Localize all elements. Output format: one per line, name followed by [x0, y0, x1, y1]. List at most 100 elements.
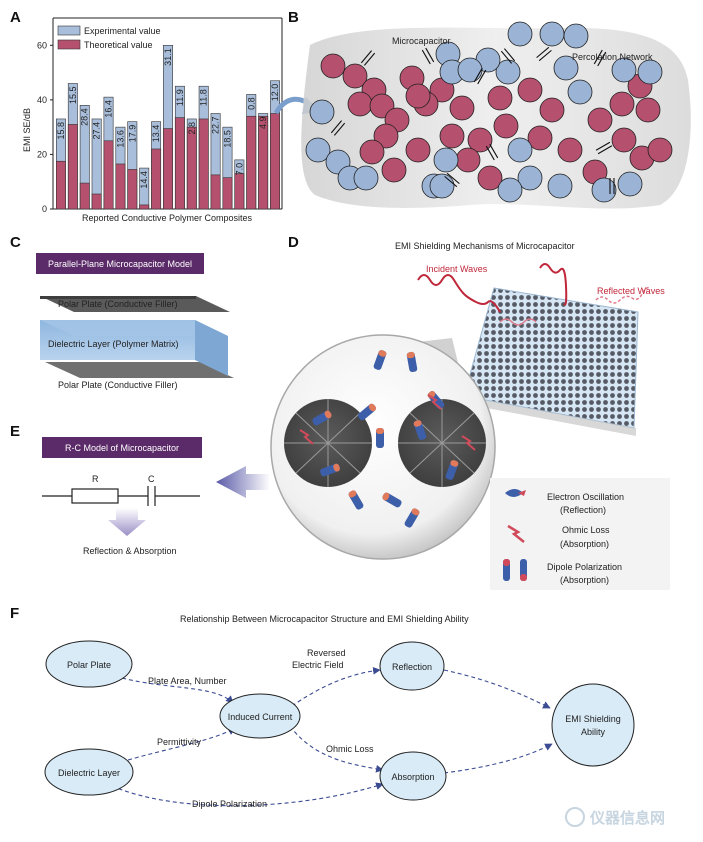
- incident-wave: [417, 274, 501, 313]
- capacitor-plate: [473, 67, 483, 83]
- bar-data-label: 14.4: [139, 171, 149, 189]
- isolated-filler-particle: [547, 173, 573, 199]
- isolated-filler-particle: [305, 137, 331, 163]
- incident-waves-label: Incident Waves: [426, 264, 488, 274]
- microcapacitor-symbol: [360, 50, 376, 66]
- panel-label-f: F: [10, 605, 19, 622]
- conductive-filler-particle: [342, 63, 368, 89]
- panel-label-b: B: [288, 9, 299, 26]
- conductive-filler-particle: [477, 165, 503, 191]
- dipole: [320, 463, 340, 477]
- capacitor-plate: [597, 145, 613, 155]
- dielectric-layer-top: [40, 320, 228, 336]
- absorption-node-label: Absorption: [391, 772, 434, 782]
- relationship-title: Relationship Between Microcapacitor Stru…: [180, 614, 469, 624]
- dipole-icon-b-tip: [520, 574, 527, 581]
- dipole-tip: [450, 460, 459, 467]
- microcapacitor-symbol: [421, 47, 435, 65]
- isolated-filler-particle: [563, 23, 589, 49]
- bar-data-label: 31.1: [163, 48, 173, 66]
- conductive-filler-particle: [635, 97, 661, 123]
- dielectric-label: Dielectric Layer (Polymer Matrix): [48, 339, 179, 349]
- capacitor-plate: [500, 50, 513, 64]
- capacitor-plate: [595, 141, 611, 151]
- conductive-filler-particle: [320, 53, 346, 79]
- bar-theoretical: [115, 163, 126, 210]
- shielding-mechanisms-title: EMI Shielding Mechanisms of Microcapacit…: [395, 241, 575, 251]
- parallel-plane-title: Parallel-Plane Microcapacitor Model: [48, 259, 192, 269]
- bar-theoretical: [151, 148, 162, 210]
- ohmic-loss-spark: [299, 429, 314, 445]
- rc-result-label: Reflection & Absorption: [83, 546, 177, 556]
- conductive-filler-particle: [517, 77, 543, 103]
- edge-label-reversed-2: Electric Field: [292, 660, 344, 670]
- conductive-filler-particle: [527, 125, 553, 151]
- isolated-filler-particle: [309, 99, 335, 125]
- electron-oscillation-icon: [505, 489, 523, 497]
- microcapacitor-symbol: [473, 67, 487, 85]
- dipole-tip: [378, 350, 387, 357]
- bar-theoretical: [174, 117, 185, 210]
- ohmic-loss-icon: [507, 524, 525, 543]
- bar-theoretical: [234, 173, 245, 210]
- microcapacitor-symbol: [330, 120, 346, 136]
- dipole: [376, 428, 384, 448]
- bar-data-label: 4.9: [258, 117, 268, 130]
- edge-induced-to-reflection: [291, 666, 381, 707]
- dielectric-layer-node-label: Dielectric Layer: [58, 768, 120, 778]
- bar-data-label: 18.5: [222, 130, 232, 148]
- filler-particles: [305, 21, 673, 203]
- dipole-tip: [324, 410, 332, 419]
- bar-data-label: 11.8: [199, 89, 209, 106]
- bar-theoretical: [163, 128, 173, 210]
- conductive-filler-particle: [449, 95, 475, 121]
- resistor-label: R: [92, 474, 99, 484]
- top-plate: [40, 296, 230, 312]
- bar-data-label: 28.4: [80, 108, 90, 126]
- dipole-polarization-sub: (Absorption): [560, 575, 609, 585]
- bar-data-label: 11.9: [175, 89, 185, 106]
- emi-shielding-node-label-1: EMI Shielding: [565, 714, 621, 724]
- edge-label-dipole: Dipole Polarization: [192, 799, 267, 809]
- induced-current-node-label: Induced Current: [228, 712, 293, 722]
- dipole-polarization-label: Dipole Polarization: [547, 562, 622, 572]
- edge-dielectric-to-absorption: [111, 782, 384, 807]
- isolated-filler-particle: [507, 21, 533, 47]
- bar-data-label: 13.4: [151, 125, 161, 143]
- shadow-plane: [460, 396, 636, 436]
- bar-theoretical: [186, 126, 197, 210]
- conductive-filler-particle: [439, 123, 465, 149]
- capacitor-plate: [593, 49, 603, 65]
- bar-data-label: 16.4: [104, 100, 114, 118]
- bar-data-label: 22.7: [211, 117, 221, 135]
- conductive-filler-particle: [405, 83, 431, 109]
- capacitor-plate: [446, 172, 460, 185]
- capacitor-plate: [597, 51, 607, 67]
- microcapacitor-symbol: [593, 49, 607, 67]
- dipole: [348, 490, 364, 510]
- dipole-tip: [413, 420, 422, 427]
- dipole-tip: [368, 403, 377, 412]
- isolated-filler-particle: [353, 165, 379, 191]
- dipole: [406, 351, 418, 373]
- isolated-filler-particle: [517, 165, 543, 191]
- induced-current-node: [219, 693, 301, 739]
- isolated-filler-particle: [429, 173, 455, 199]
- conductive-filler-particle: [647, 137, 673, 163]
- watermark-logo: [565, 807, 585, 827]
- bar-theoretical: [56, 160, 66, 210]
- top-plate-edge: [40, 296, 196, 299]
- isolated-filler-particle: [497, 177, 523, 203]
- capacitor-plate: [503, 48, 516, 62]
- microcapacitor-symbol: [500, 48, 516, 64]
- chart-legend: Experimental value Theoretical value: [57, 25, 161, 50]
- microcapacitor-label: Microcapacitor: [392, 36, 451, 46]
- rc-model-title-box: [42, 437, 202, 458]
- y-tick-label: 60: [37, 40, 47, 50]
- conductive-filler-particle: [557, 137, 583, 163]
- bar-data-label: 27.4: [92, 122, 102, 140]
- edge-label-plate-area: Plate Area, Number: [148, 676, 227, 686]
- bar-data-label: 2.8: [187, 122, 197, 135]
- capacitor-plate: [477, 69, 487, 85]
